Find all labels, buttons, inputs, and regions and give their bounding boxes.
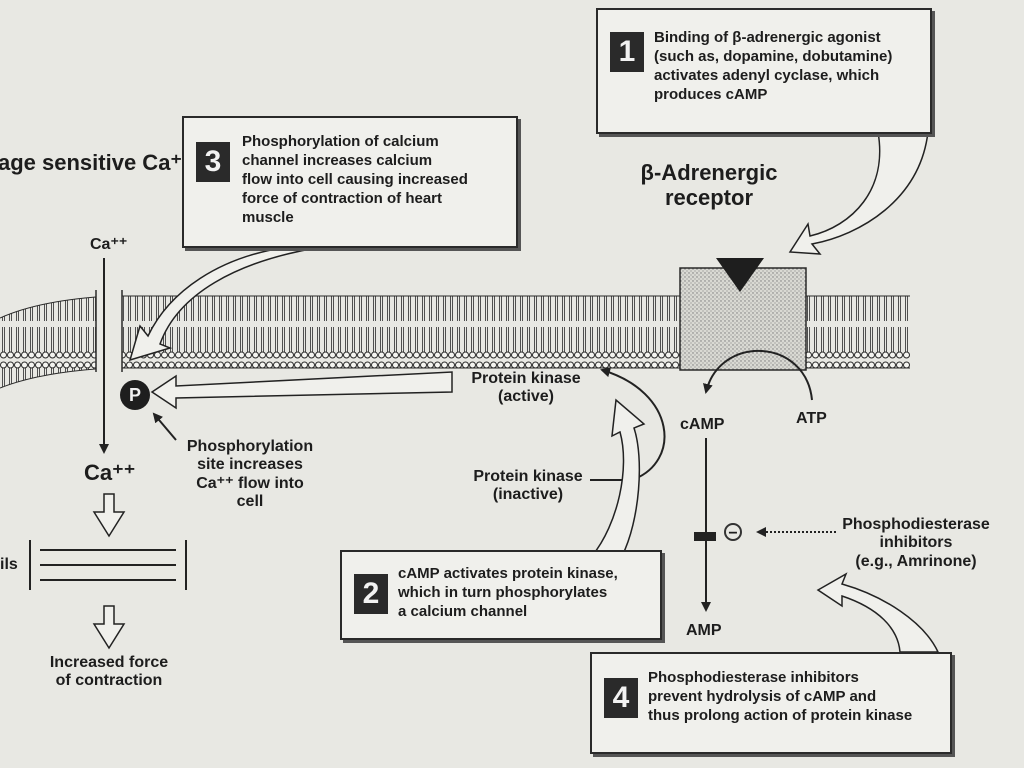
step-2-text: cAMP activates protein kinase, which in … <box>398 565 618 620</box>
atp-label: ATP <box>796 410 827 427</box>
hollow-arrow-down <box>92 493 126 538</box>
phosphate-symbol: P <box>120 380 150 410</box>
ca-bottom-label: Ca⁺⁺ <box>84 460 136 485</box>
protein-kinase-active-label: Protein kinase (active) <box>471 370 581 406</box>
myofibrils-label: ils <box>0 556 18 573</box>
callout-pointer-1 <box>788 131 929 255</box>
phosphorylation-site-label: Phosphorylation site increases Ca⁺⁺ flow… <box>186 438 314 511</box>
phos-site-pointer <box>152 412 177 441</box>
protein-kinase-inactive-label: Protein kinase (inactive) <box>473 468 583 504</box>
callout-pointer-4 <box>816 572 940 653</box>
step-1-text: Binding of β-adrenergic agonist (such as… <box>654 29 893 103</box>
atp-to-camp-arrow <box>703 349 813 401</box>
receptor-title: β-Adrenergic receptor <box>640 160 778 211</box>
step-3-number: 3 <box>196 142 230 182</box>
step-1-box: 1 Binding of β-adrenergic agonist (such … <box>596 8 932 134</box>
step-3-text: Phosphorylation of calcium channel incre… <box>242 133 468 226</box>
hollow-arrow-down <box>92 605 126 650</box>
kinase-activation-arrow <box>590 367 666 481</box>
calcium-channel <box>95 290 123 372</box>
ca-top-label: Ca⁺⁺ <box>90 236 128 253</box>
inhibition-symbol: − <box>724 523 742 542</box>
step-4-box: 4 Phosphodiesterase inhibitors prevent h… <box>590 652 952 754</box>
increased-force-label: Increased force of contraction <box>49 654 169 690</box>
step-4-number: 4 <box>604 678 638 718</box>
myofibrils <box>29 540 187 590</box>
camp-label: cAMP <box>680 416 725 433</box>
step-2-number: 2 <box>354 574 388 614</box>
callout-pointer-2 <box>590 398 646 557</box>
phosphate-group: P <box>120 380 150 410</box>
step-2-box: 2 cAMP activates protein kinase, which i… <box>340 550 662 640</box>
beta-adrenergic-receptor <box>679 258 807 371</box>
pde-inhibitors-label: Phosphodiesterase inhibitors (e.g., Amri… <box>842 516 990 570</box>
phosphorylation-arrow <box>150 371 453 410</box>
callout-pointer-3 <box>128 247 317 362</box>
step-4-text: Phosphodiesterase inhibitors prevent hyd… <box>648 669 913 724</box>
amp-label: AMP <box>686 622 722 639</box>
step-1-number: 1 <box>610 32 644 72</box>
phosphodiesterase-block <box>694 532 716 541</box>
step-3-box: 3 Phosphorylation of calcium channel inc… <box>182 116 518 248</box>
